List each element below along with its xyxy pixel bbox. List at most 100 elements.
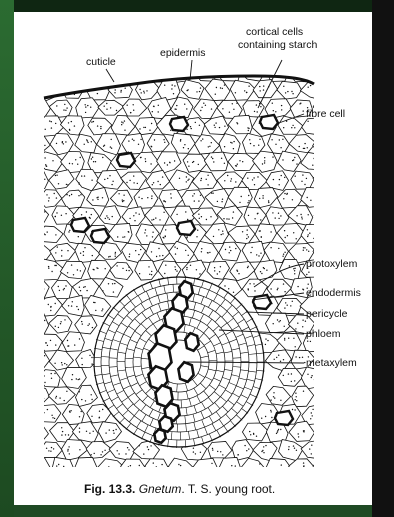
cortical-cell <box>207 261 230 279</box>
cortical-cell <box>194 241 219 262</box>
label-endodermis: endodermis <box>306 287 361 299</box>
cortical-cell <box>242 241 265 262</box>
cortical-cell <box>301 367 324 389</box>
cortical-cell <box>99 277 123 297</box>
cortical-cell <box>97 459 124 478</box>
cortical-cell <box>278 439 303 460</box>
cortical-cell <box>145 459 169 479</box>
cortical-cell <box>267 279 292 297</box>
cortical-cell <box>98 422 121 443</box>
fibre-cell <box>91 229 109 243</box>
cortical-cell <box>265 313 290 333</box>
label-cortical-line2: containing starch <box>238 39 317 51</box>
cortical-cell <box>278 151 302 171</box>
cortical-cell <box>228 187 252 207</box>
cortical-cell <box>217 62 242 81</box>
cortical-cell <box>14 297 37 315</box>
cortical-cell <box>25 422 49 440</box>
cortical-cell <box>325 404 348 423</box>
cortical-cell <box>75 316 97 334</box>
caption-genus: Gnetum <box>139 482 182 496</box>
cortical-cell <box>14 439 37 460</box>
cortical-cell <box>28 135 51 153</box>
cortical-cell <box>266 386 290 405</box>
figure-sheet: cuticle epidermis cortical cells contain… <box>14 12 372 505</box>
cortical-cell <box>244 207 266 225</box>
cortical-cell <box>110 262 133 279</box>
cortical-cell <box>111 116 135 136</box>
cortical-cell <box>122 207 145 226</box>
cortical-cell <box>51 280 72 298</box>
cortical-cell <box>219 134 240 155</box>
cortical-cell <box>183 154 207 172</box>
fibre-cell <box>170 117 188 131</box>
cortical-cell <box>242 279 267 297</box>
label-protoxylem: protoxylem <box>306 258 357 270</box>
cortical-cell <box>99 242 122 259</box>
cortical-cell <box>277 189 303 208</box>
cortical-cell <box>277 81 302 99</box>
cortical-cell <box>133 152 159 173</box>
cortical-cell <box>28 208 49 224</box>
cortical-cell <box>38 116 64 137</box>
cortical-cell <box>14 98 25 116</box>
cortical-cell <box>134 187 158 208</box>
cortical-cell <box>14 385 26 405</box>
label-pericycle: pericycle <box>306 308 347 320</box>
cortical-cell <box>288 206 313 226</box>
cortical-cell <box>135 260 158 280</box>
fibre-cell <box>253 295 271 309</box>
cortical-cell <box>168 458 193 478</box>
cortical-cell <box>88 260 111 279</box>
cortical-cell <box>289 135 316 153</box>
cortical-cell <box>27 458 51 478</box>
cortical-cell <box>14 332 38 350</box>
cortical-cell <box>14 225 36 243</box>
cortical-cell <box>122 99 146 116</box>
cortical-cell <box>243 101 264 117</box>
cortical-cell <box>72 279 99 298</box>
cortical-cell <box>313 134 337 154</box>
cortical-cell <box>267 134 289 154</box>
cortical-cell <box>314 206 337 226</box>
caption-number: Fig. 13.3. <box>84 482 135 496</box>
cortical-cell <box>278 368 303 386</box>
cortical-cell <box>230 80 255 100</box>
cortical-cell <box>219 242 241 261</box>
caption-rest: . T. S. young root. <box>181 482 275 496</box>
frame-left-edge <box>0 0 14 517</box>
cortical-cell <box>25 169 48 188</box>
cortical-cell <box>62 332 84 352</box>
cortical-cell <box>253 442 277 460</box>
cortical-cell <box>37 405 61 423</box>
cortical-cell <box>228 153 256 170</box>
cortical-cell <box>50 423 75 442</box>
label-cuticle: cuticle <box>86 56 116 68</box>
cortical-cell <box>85 295 111 316</box>
cortical-cell <box>40 442 62 458</box>
cortical-cell <box>25 350 50 368</box>
cortical-cell <box>228 226 255 244</box>
cortical-cell <box>121 172 147 190</box>
cortical-cell <box>313 458 337 476</box>
cortical-cell <box>291 171 314 189</box>
cortical-cell <box>327 226 349 245</box>
cortical-cell <box>26 314 49 334</box>
cortical-cell <box>25 243 52 262</box>
cortical-cell <box>14 189 40 209</box>
cortical-cell <box>38 370 60 388</box>
cortical-cell <box>121 459 145 478</box>
cortical-cell <box>62 190 85 209</box>
cortical-cell <box>16 117 40 134</box>
cortical-cell <box>76 98 100 118</box>
cortical-cell <box>122 133 145 154</box>
cortical-cell <box>328 190 350 208</box>
cortical-cell <box>217 172 243 189</box>
cortical-cell <box>145 206 169 225</box>
cortical-cell <box>25 63 52 81</box>
cortical-cell <box>38 259 63 280</box>
cortical-cell <box>97 134 121 155</box>
label-phloem: phloem <box>306 328 340 340</box>
cortical-cell <box>16 260 39 279</box>
cortical-cell <box>16 369 38 388</box>
